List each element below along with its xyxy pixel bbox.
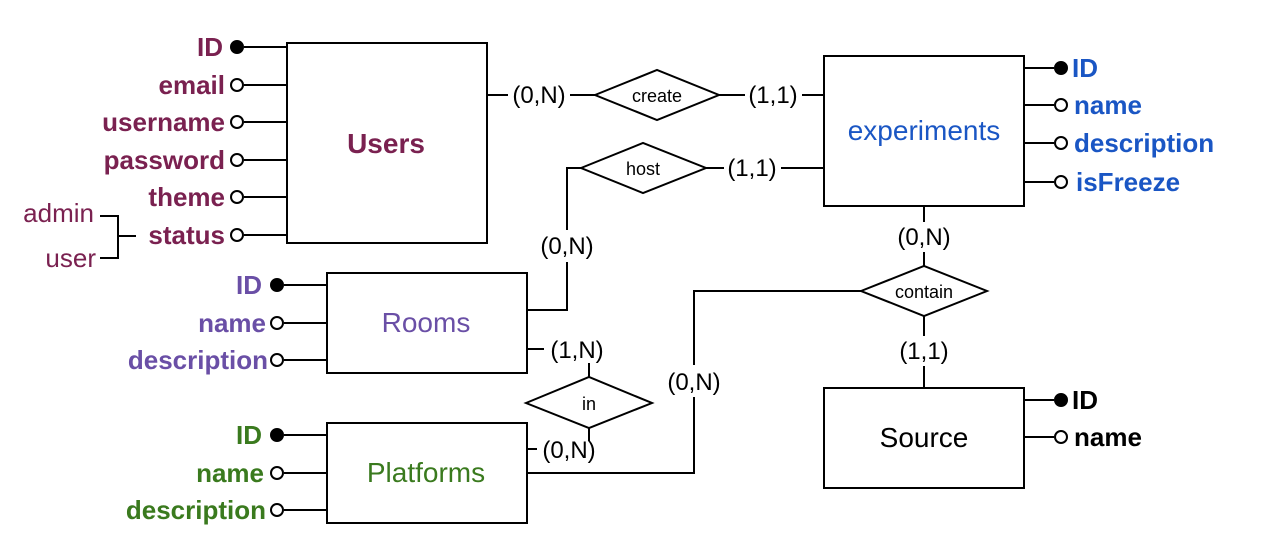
card-in-rooms: (1,N) xyxy=(550,337,603,364)
attribute-dot xyxy=(230,115,244,129)
card-host-experiments: (1,1) xyxy=(727,155,776,182)
rooms-attr-description: description xyxy=(128,345,268,375)
source-attr-name: name xyxy=(1074,422,1142,452)
entity-experiments-label: experiments xyxy=(848,115,1001,146)
entity-users-label: Users xyxy=(347,128,425,159)
rel-host-label: host xyxy=(626,159,660,179)
platforms-attr-name: name xyxy=(196,458,264,488)
attribute-dot xyxy=(230,153,244,167)
edge-host-rooms-b xyxy=(527,262,568,311)
users-attr-password: password xyxy=(104,145,225,175)
status-value-admin: admin xyxy=(23,198,94,228)
card-contain-platforms: (0,N) xyxy=(667,369,720,396)
rel-create-diamond xyxy=(592,68,722,122)
entity-platforms-box xyxy=(326,422,528,524)
status-value-user: user xyxy=(45,243,96,273)
rel-contain-diamond xyxy=(858,264,990,318)
users-attr-theme: theme xyxy=(148,182,225,212)
key-attribute-dot xyxy=(230,40,244,54)
entity-users-box xyxy=(286,42,488,244)
entity-source-box xyxy=(823,387,1025,489)
source-attr-id: ID xyxy=(1072,385,1098,415)
experiments-attr-isfreeze: isFreeze xyxy=(1076,167,1180,197)
rel-create-label: create xyxy=(632,86,682,106)
card-create-experiments: (1,1) xyxy=(748,82,797,109)
platforms-attr-id: ID xyxy=(236,420,262,450)
card-contain-source: (1,1) xyxy=(899,338,948,365)
platforms-attr-description: description xyxy=(126,495,266,525)
card-host-rooms: (0,N) xyxy=(540,233,593,260)
attribute-dot xyxy=(1054,175,1068,189)
rel-in-label: in xyxy=(582,394,596,414)
attribute-dot xyxy=(270,316,284,330)
experiments-attr-name: name xyxy=(1074,90,1142,120)
rooms-attr-name: name xyxy=(198,308,266,338)
key-attribute-dot xyxy=(1054,393,1068,407)
users-attr-email: email xyxy=(159,70,226,100)
card-create-users: (0,N) xyxy=(512,82,565,109)
attribute-dot xyxy=(1054,430,1068,444)
key-attribute-dot xyxy=(1054,61,1068,75)
edge-host-rooms-a xyxy=(566,167,581,230)
users-attr-status: status xyxy=(148,220,225,250)
entity-rooms-label: Rooms xyxy=(382,307,471,338)
edge-contain-platforms-a xyxy=(693,290,861,365)
attribute-dot xyxy=(1054,98,1068,112)
edge-contain-platforms-b xyxy=(527,397,695,474)
attribute-dot xyxy=(270,503,284,517)
status-values-bracket xyxy=(100,215,119,259)
attribute-dot xyxy=(270,353,284,367)
rel-in-diamond xyxy=(523,375,655,430)
attribute-dot xyxy=(230,190,244,204)
attribute-dot xyxy=(230,228,244,242)
rel-host-diamond xyxy=(578,141,709,195)
attribute-dot xyxy=(230,78,244,92)
users-attr-id: ID xyxy=(197,32,223,62)
rooms-attr-id: ID xyxy=(236,270,262,300)
experiments-attr-id: ID xyxy=(1072,53,1098,83)
rel-contain-label: contain xyxy=(895,282,953,302)
key-attribute-dot xyxy=(270,428,284,442)
experiments-attr-description: description xyxy=(1074,128,1214,158)
card-in-platforms: (0,N) xyxy=(542,437,595,464)
entity-rooms-box xyxy=(326,272,528,374)
entity-platforms-label: Platforms xyxy=(367,457,485,488)
entity-experiments-box xyxy=(823,55,1025,207)
attribute-dot xyxy=(1054,136,1068,150)
card-contain-experiments: (0,N) xyxy=(897,224,950,251)
users-attr-username: username xyxy=(102,107,225,137)
key-attribute-dot xyxy=(270,278,284,292)
attribute-dot xyxy=(270,466,284,480)
entity-source-label: Source xyxy=(880,422,969,453)
